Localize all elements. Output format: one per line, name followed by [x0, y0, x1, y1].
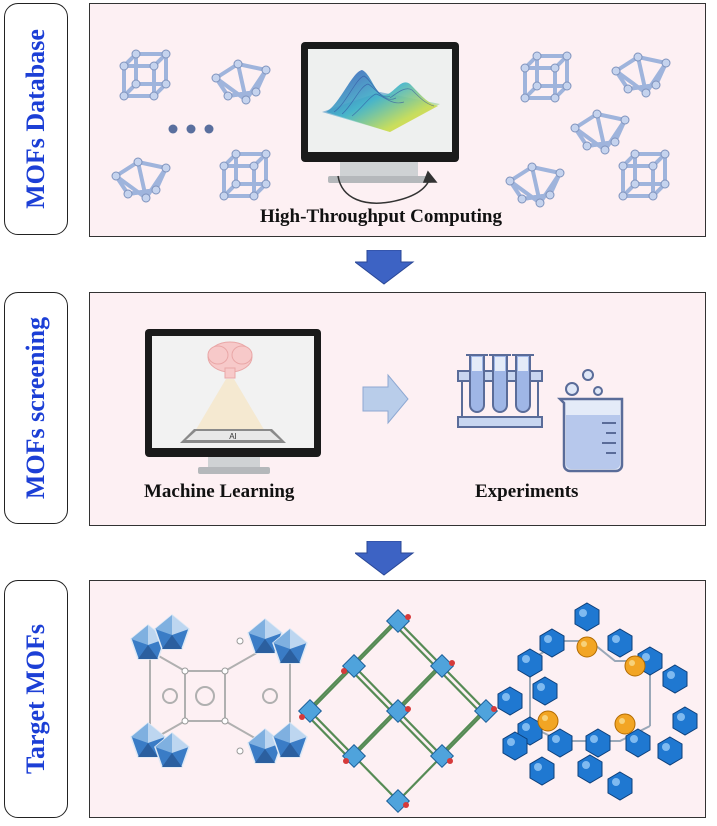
mof-structure-2	[297, 608, 499, 814]
down-arrow-icon	[355, 541, 415, 576]
screening-illustration: AI	[145, 329, 624, 474]
cube-lattice-icon	[610, 51, 672, 99]
panel-target-mofs	[89, 580, 706, 818]
panel-screening: AI	[89, 292, 706, 526]
cycle-arrows-icon	[337, 170, 438, 204]
cube-lattice-icon	[617, 148, 671, 202]
cube-lattice-icon	[118, 48, 172, 102]
tab-mofs-screening: MOFs screening	[4, 292, 68, 524]
mof-structures	[130, 602, 698, 814]
database-illustration	[110, 42, 672, 209]
tab-label: MOFs Database	[21, 29, 50, 209]
cube-lattice-icon	[218, 148, 272, 202]
mof-structure-1	[130, 614, 308, 768]
tab-mofs-database: MOFs Database	[4, 3, 68, 235]
screen-ai-text: AI	[229, 432, 237, 441]
beaker-icon	[556, 369, 624, 473]
cube-lattice-icon	[569, 108, 631, 156]
caption-machine-learning: Machine Learning	[144, 481, 295, 502]
tab-target-mofs: Target MOFs	[4, 580, 68, 818]
caption-experiments: Experiments	[475, 481, 579, 502]
down-arrow-icon	[355, 250, 415, 285]
computer-monitor-icon	[301, 42, 459, 183]
cube-lattice-icon	[504, 161, 566, 209]
tab-label: MOFs screening	[21, 316, 50, 500]
brain-icon	[207, 341, 253, 379]
cube-lattice-icon	[210, 58, 272, 106]
tab-label: Target MOFs	[21, 624, 50, 774]
cube-lattice-icon	[519, 50, 573, 104]
cube-lattice-icon	[110, 156, 172, 204]
computer-monitor-icon: AI	[145, 329, 321, 474]
ellipsis-dots	[168, 124, 214, 134]
right-arrow-icon	[362, 373, 409, 425]
test-tubes-icon	[457, 354, 543, 428]
mof-structure-3	[497, 602, 698, 801]
panel-database: High-Throughput Computing	[89, 3, 706, 237]
caption-high-throughput: High-Throughput Computing	[260, 206, 502, 227]
